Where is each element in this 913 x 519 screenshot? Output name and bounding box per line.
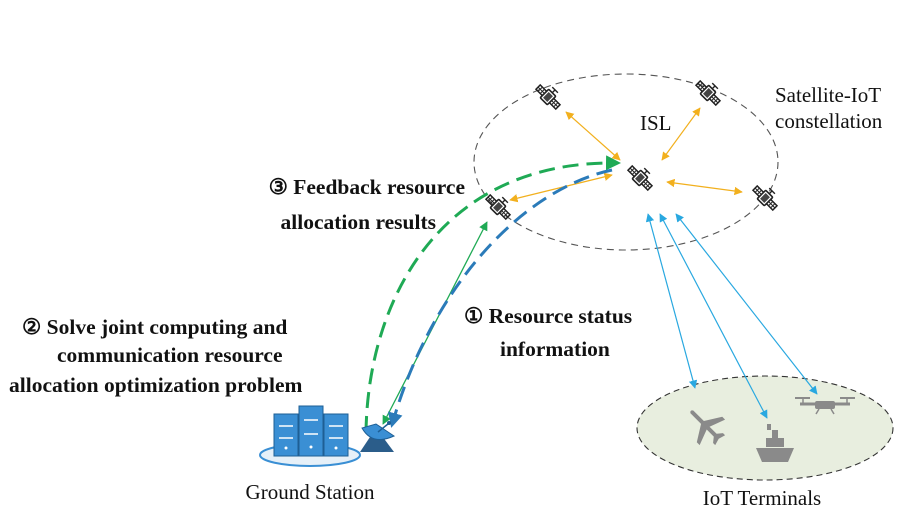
airplane-icon xyxy=(690,410,726,446)
ground-station-label: Ground Station xyxy=(246,480,375,504)
satellite-icon xyxy=(483,189,516,222)
isl-link-right xyxy=(666,178,743,196)
iot-link-drone xyxy=(675,213,818,395)
iot-links xyxy=(645,213,818,419)
feedback-arrow xyxy=(364,155,621,433)
isl-label: ISL xyxy=(640,111,672,135)
step3-label-line1: ③ Feedback resource xyxy=(269,175,465,199)
step3-label-line2: allocation results xyxy=(281,210,436,234)
constellation-label-line1: Satellite-IoT xyxy=(775,83,881,107)
constellation-label-line2: constellation xyxy=(775,109,883,133)
iot-link-airplane xyxy=(645,213,698,389)
iot-terminals-label: IoT Terminals xyxy=(703,486,821,510)
satellite-icon xyxy=(693,75,726,108)
isl-links xyxy=(509,107,743,203)
resource-status-arrow xyxy=(388,168,613,428)
ship-icon xyxy=(756,424,794,462)
step1-label-line2: information xyxy=(500,337,610,361)
constellation-orbit xyxy=(473,73,779,251)
isl-link-topleft xyxy=(565,111,621,161)
step2-label-line3: allocation optimization problem xyxy=(9,373,303,397)
satellite-icon xyxy=(533,79,566,112)
server-rack-icon xyxy=(259,405,361,467)
satellite-dish-icon xyxy=(360,421,396,452)
drone-icon xyxy=(795,397,855,415)
step1-label-line1: ① Resource status xyxy=(464,304,632,328)
isl-link-left xyxy=(509,172,613,203)
iot-terminals-area xyxy=(636,375,894,481)
step2-label-line1: ② Solve joint computing and xyxy=(22,315,287,339)
step2-label-line2: communication resource xyxy=(57,343,283,367)
satellite-icon xyxy=(625,160,658,193)
isl-link-topright xyxy=(661,107,701,161)
